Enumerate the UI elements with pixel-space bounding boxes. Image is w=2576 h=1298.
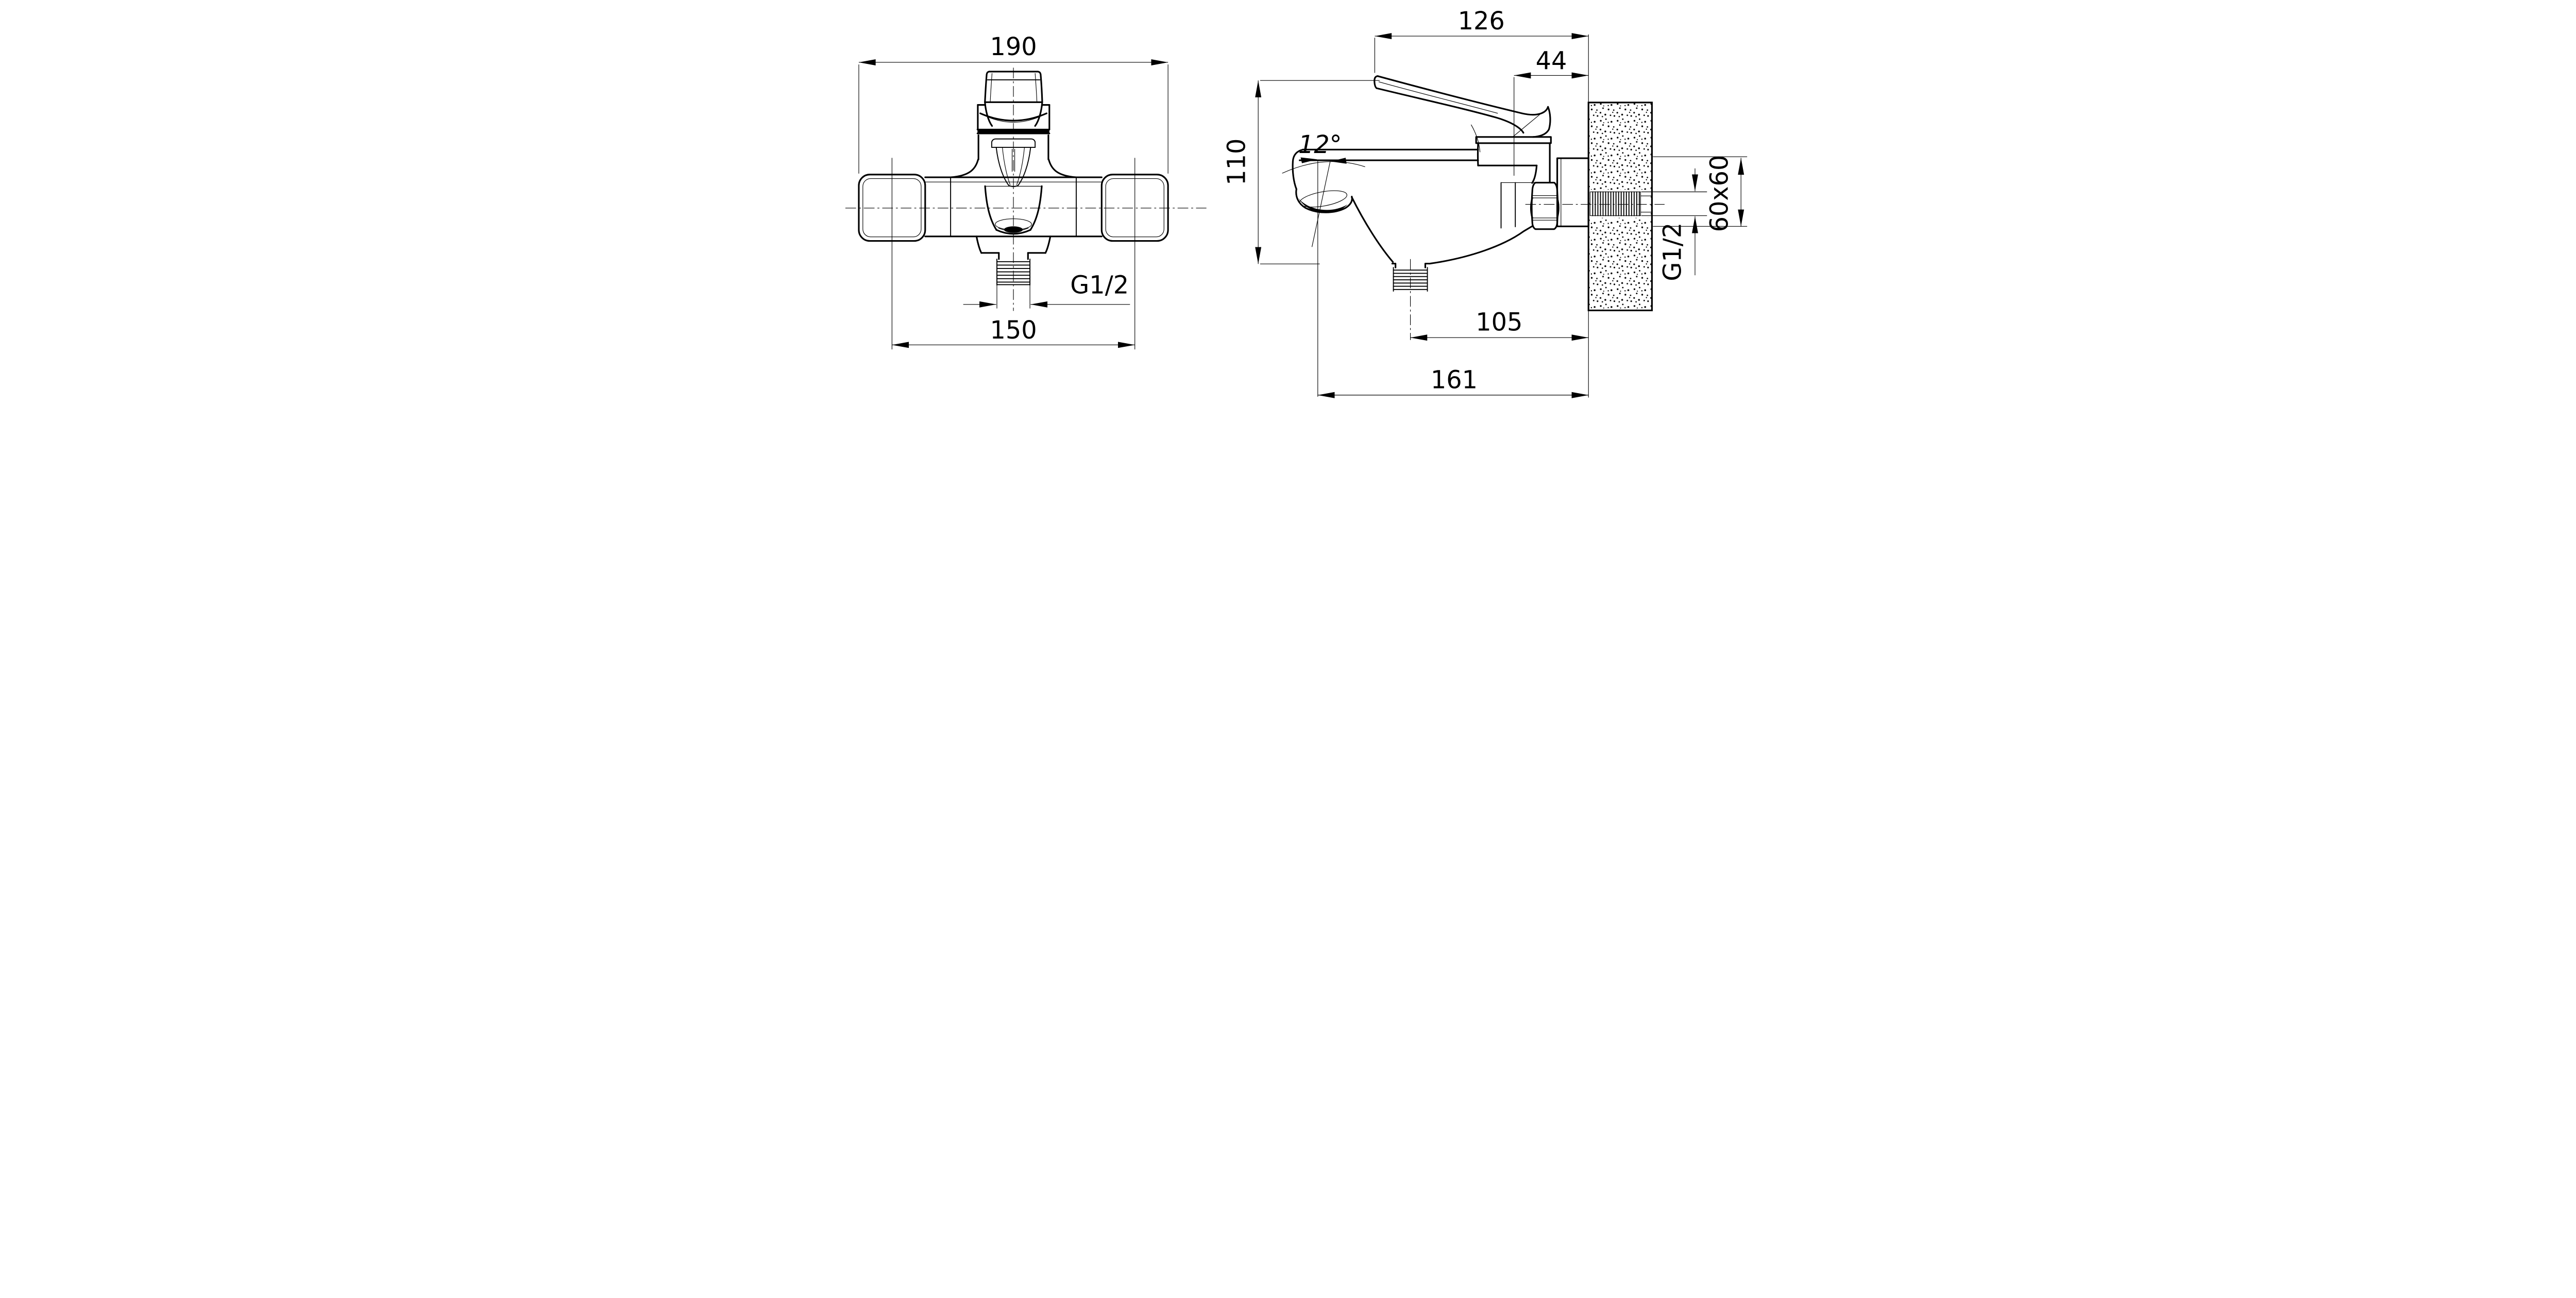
drawing-canvas: 190 150 G1/2 (824, 0, 1752, 408)
dim60-ext-lines (1653, 156, 1748, 227)
knob-inner-left (990, 73, 993, 102)
outlet-thread-sides-sv (1393, 267, 1428, 292)
spout-mouth-opening (1004, 226, 1023, 233)
funnel-tip (1008, 185, 1019, 187)
dim-wall-thread: G1/2 (1641, 168, 1707, 281)
body-under-sweep (1351, 196, 1394, 263)
side-view: 126 44 110 12° 105 (1223, 7, 1748, 398)
nut-bulge-right (1556, 197, 1560, 219)
dim-overall-width: 190 (858, 33, 1168, 174)
wall-pipe-tails (1640, 195, 1652, 213)
spout-nose (1292, 148, 1304, 190)
wall-thread-outline (1589, 191, 1641, 216)
dim-escutcheon: 60x60 (1653, 155, 1748, 232)
nut-flat-lines (1532, 195, 1557, 221)
knob-top-right (988, 71, 1043, 103)
dim-spout-to-wall: 161 (1317, 311, 1589, 398)
dim-g12-front-label: G1/2 (1070, 271, 1129, 299)
shield-lip (995, 229, 1031, 235)
dim-12deg-label: 12° (1298, 131, 1342, 159)
cartridge-ring-band (977, 129, 1049, 133)
escutcheon-outline (1556, 157, 1589, 227)
dim-g12-side-label: G1/2 (1658, 223, 1687, 281)
angle-arc (1282, 161, 1365, 174)
dimG12s-ext-lines (1641, 191, 1707, 216)
block-right (1044, 235, 1052, 254)
dim-lever-to-wall: 126 (1374, 7, 1589, 102)
outlet-neck-side (1395, 263, 1427, 268)
dim-190-label: 190 (990, 33, 1037, 61)
shower-outlet-front (975, 235, 1052, 286)
spout-tilt-line (1311, 161, 1331, 247)
knob-skirt-left (984, 101, 993, 127)
lever-handle-side (1374, 75, 1551, 153)
mixer-body-side (1475, 136, 1552, 229)
angle-arrow-right (1330, 158, 1347, 164)
knob-inner-right (1035, 73, 1038, 102)
funnel-left (995, 147, 1010, 187)
lever-root-cheek (1470, 124, 1481, 153)
dim-union-spacing: 150 (891, 158, 1136, 350)
escutcheon-plate (1556, 157, 1589, 227)
wall-thread-clearance (1589, 190, 1651, 218)
front-view: 190 150 G1/2 (845, 33, 1207, 350)
dim-150-label: 150 (990, 316, 1037, 345)
handle-knob-front (976, 71, 1050, 134)
lever-bottom-edge (1376, 87, 1524, 134)
lever-tip (1374, 75, 1379, 89)
knob-skirt-right (1034, 101, 1043, 127)
drawing-sheet: 190 150 G1/2 (824, 0, 1752, 408)
nut-bulge-left (1530, 197, 1533, 219)
cartridge-ring-side (1475, 136, 1552, 144)
right-body-flank (1047, 158, 1077, 178)
spout-side (1292, 148, 1534, 265)
union-sleeve-lines (1500, 182, 1516, 229)
spout-mouth-outer (1295, 188, 1353, 213)
wall-section (1587, 102, 1653, 311)
funnel-slot (1011, 149, 1015, 172)
wall-thread-ridges (1592, 191, 1640, 216)
body-rear-fillet (1531, 164, 1538, 184)
dim-44-label: 44 (1536, 47, 1567, 75)
dim-spout-angle: 12° (1282, 131, 1365, 397)
angle-arrow-left (1300, 157, 1317, 163)
lever-root-fan (1513, 111, 1544, 137)
knob-top-left (984, 71, 990, 103)
knob-lower-arc-inner (984, 115, 1043, 123)
knob-lower-arc (979, 112, 1048, 122)
lever-boss-end (1532, 106, 1551, 138)
ring-band-edges (976, 128, 1050, 134)
dim-105-label: 105 (1476, 309, 1522, 337)
lever-inner-line (1378, 81, 1498, 114)
dim-60x60-label: 60x60 (1705, 155, 1734, 232)
dim-161-label: 161 (1431, 366, 1478, 395)
spout-front (984, 185, 1043, 235)
outlet-neck (998, 252, 1029, 260)
dim-overall-height: 110 (1223, 80, 1380, 264)
nut-outline (1531, 181, 1559, 230)
lever-funnel-front (991, 138, 1036, 187)
left-body-flank (950, 158, 979, 178)
dim-outlet-to-wall: 105 (1410, 309, 1589, 341)
funnel-right (1017, 147, 1031, 187)
shield-right (1029, 185, 1043, 231)
dim-110-label: 110 (1223, 139, 1251, 186)
funnel-inner-left (1002, 147, 1011, 186)
funnel-cap (991, 138, 1036, 148)
lever-top-edge (1377, 75, 1549, 116)
spout-mouth-rim (1299, 190, 1347, 208)
dim-126-label: 126 (1458, 7, 1505, 36)
dim-body-to-wall: 44 (1514, 47, 1589, 176)
union-nut (1530, 181, 1560, 230)
body-rear-sweep (1429, 225, 1534, 265)
mixer-body-front (924, 134, 1103, 238)
shield-left (984, 185, 997, 231)
dimG12f-ext (996, 285, 1030, 309)
dim-outlet-thread: G1/2 (963, 271, 1130, 309)
spout-mouth-lip (1298, 198, 1348, 213)
block-left (975, 235, 982, 254)
outlet-thread-ridges (996, 261, 1031, 285)
funnel-inner-right (1016, 147, 1025, 186)
